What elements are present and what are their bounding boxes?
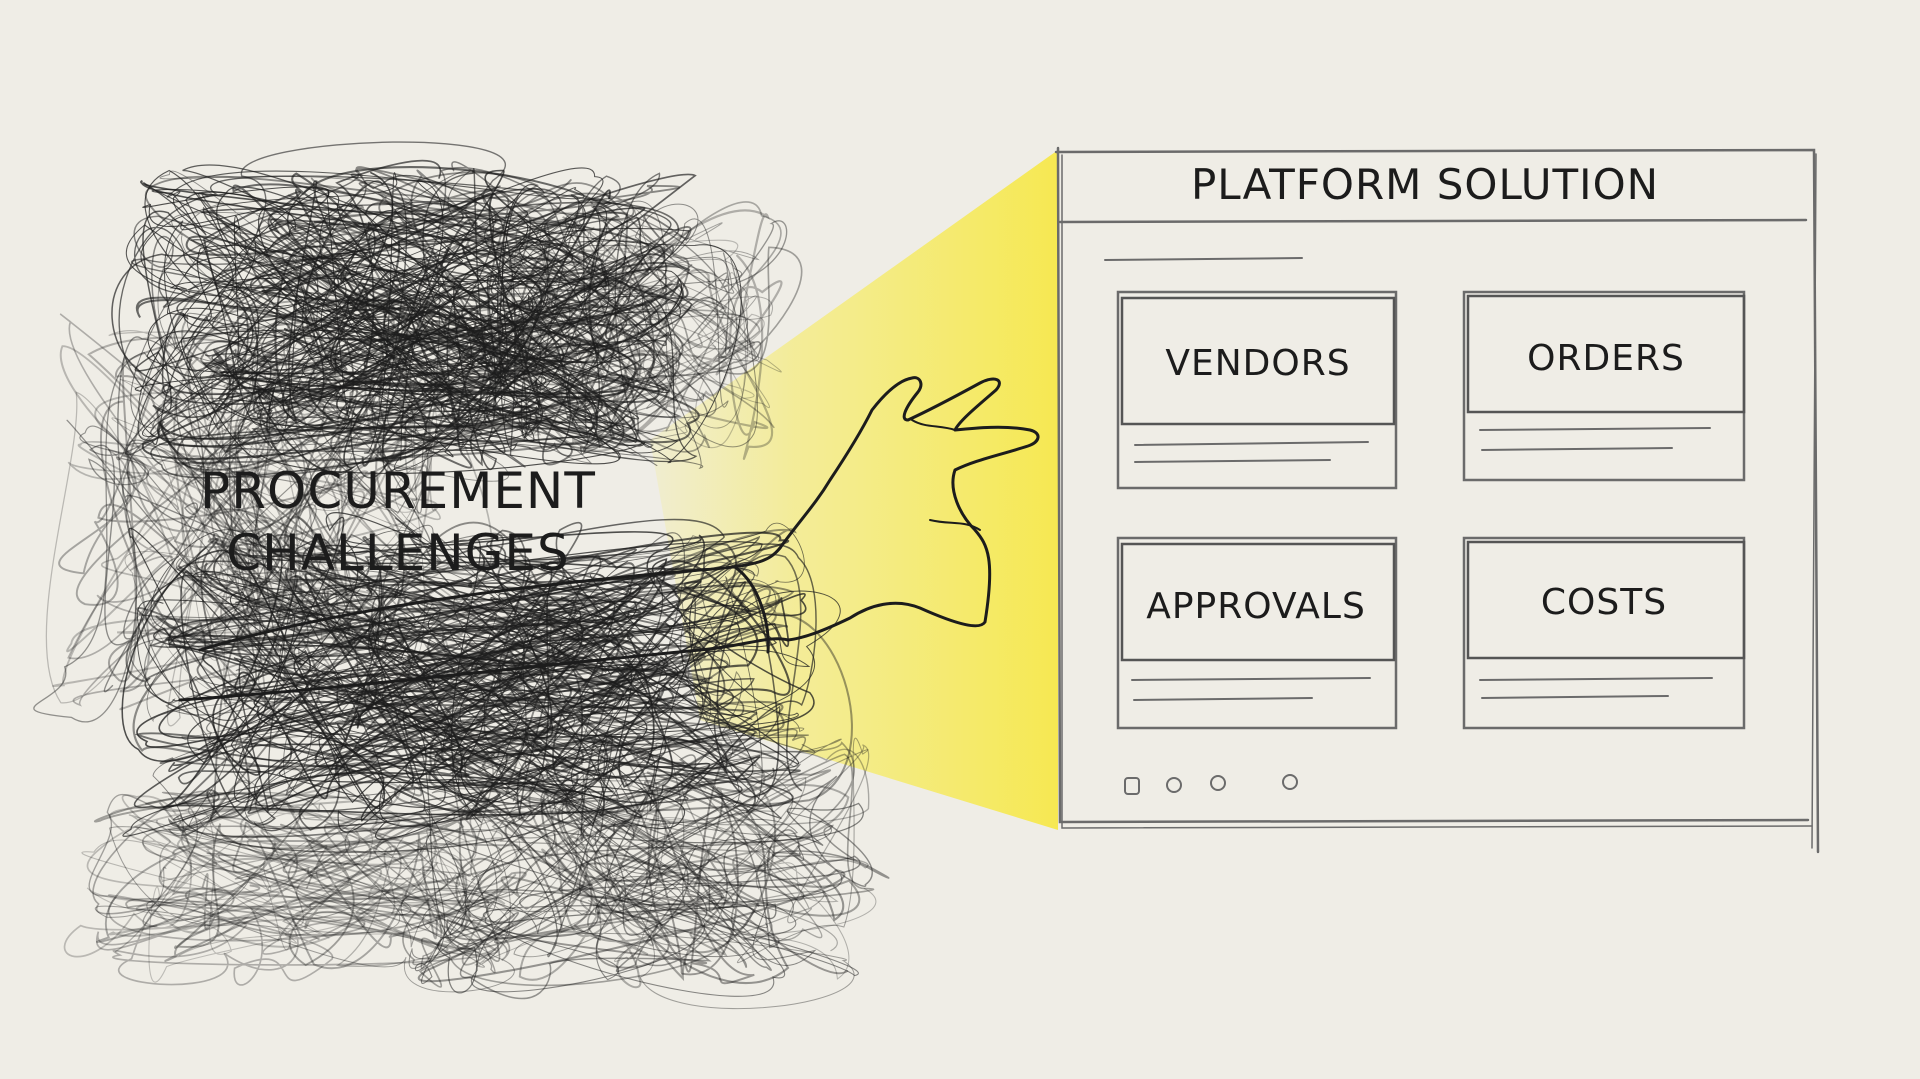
scribble-stroke [434, 748, 817, 981]
scribble-stroke [624, 735, 870, 952]
scribble-stroke [72, 321, 455, 718]
scribble-stroke [125, 167, 669, 451]
scribble-stroke [409, 734, 864, 994]
scribble-stroke [158, 532, 711, 816]
scribble-stroke [134, 202, 565, 419]
scribble-stroke [163, 170, 618, 430]
card-costs[interactable] [1462, 536, 1746, 730]
card-approvals[interactable] [1116, 536, 1398, 730]
scribble-stroke [58, 298, 429, 693]
scribble-stroke [92, 790, 511, 961]
scribble-stroke [122, 547, 637, 837]
scribble-stroke [279, 168, 651, 479]
scribble-stroke [94, 787, 515, 993]
scribble-stroke [508, 200, 758, 448]
scribble-stroke [97, 315, 417, 709]
scribble-stroke [167, 529, 775, 838]
scribble-stroke [164, 531, 791, 820]
scribble-stroke [213, 518, 817, 832]
scribble-stroke [509, 222, 760, 426]
scribble-stroke [157, 170, 675, 482]
scribble-stroke [156, 320, 431, 687]
card-vendors-label: VENDORS [1165, 343, 1350, 384]
scribble-stroke [52, 345, 457, 687]
scribble-stroke [136, 558, 807, 822]
card-costs-label: COSTS [1541, 582, 1667, 623]
scribble-stroke [176, 173, 692, 471]
scribble-stroke [505, 192, 762, 457]
scribble-stroke [474, 740, 877, 980]
reaching-hand [178, 376, 1040, 702]
scribble-stroke [111, 326, 437, 700]
scribble-stroke [177, 211, 635, 478]
scribble-stroke [165, 576, 816, 833]
scribble-stroke [33, 336, 429, 723]
card-orders-label: ORDERS [1527, 338, 1685, 379]
chaos-scribble-cloud [33, 141, 890, 1010]
scribble-stroke [81, 825, 511, 960]
scribble-stroke [94, 792, 502, 967]
scribble-stroke [400, 738, 842, 969]
scribble-stroke [161, 159, 697, 436]
scribble-stroke [86, 790, 520, 983]
footer-dot-icon[interactable] [1210, 775, 1226, 791]
challenges-title-line1: PROCUREMENT [200, 462, 596, 520]
card-vendors[interactable] [1116, 290, 1398, 490]
scribble-stroke [451, 729, 870, 942]
scribble-stroke [177, 547, 801, 791]
scribble-stroke [455, 742, 861, 982]
scribble-stroke [467, 720, 890, 968]
scribble-stroke [63, 794, 429, 958]
scribble-stroke [95, 813, 521, 986]
scribble-stroke [130, 170, 704, 470]
scribble-stroke [181, 532, 685, 842]
scribble-stroke [142, 181, 690, 393]
scribble-stroke [79, 342, 461, 682]
card-orders[interactable] [1462, 290, 1746, 482]
scribble-stroke [45, 329, 338, 727]
scribble-stroke [491, 216, 803, 453]
footer-square-icon[interactable] [1124, 777, 1140, 795]
scribble-stroke [88, 791, 516, 974]
scribble-stroke [88, 336, 442, 693]
scribble-stroke [203, 556, 758, 793]
scribble-stroke [440, 737, 869, 1010]
scribble-stroke [518, 758, 850, 989]
scribble-stroke [59, 313, 440, 683]
scribble-stroke [128, 527, 799, 833]
challenges-title-line2: CHALLENGES [226, 524, 570, 582]
scribble-stroke [509, 209, 783, 460]
scribble-stroke [144, 171, 668, 476]
scribble-stroke [224, 187, 680, 467]
scribble-stroke [125, 822, 517, 966]
scribble-stroke [202, 185, 668, 453]
scribble-stroke [67, 347, 493, 640]
scribble-stroke [96, 792, 527, 969]
scribble-stroke [121, 531, 815, 818]
scribble-stroke [114, 779, 514, 967]
scribble-stroke [247, 548, 794, 818]
scribble-stroke [87, 330, 377, 711]
scribble-stroke [502, 228, 765, 449]
scribble-stroke [558, 211, 788, 451]
scribble-stroke [516, 226, 782, 436]
platform-title: PLATFORM SOLUTION [1191, 160, 1659, 209]
scribble-stroke [459, 728, 807, 1000]
card-approvals-label: APPROVALS [1146, 586, 1366, 627]
scribble-stroke [108, 781, 506, 948]
scribble-stroke [136, 572, 841, 781]
scribble-stroke [66, 341, 453, 686]
platform-window [1054, 146, 1820, 854]
scribble-stroke [499, 208, 760, 442]
scribble-stroke [172, 565, 782, 853]
footer-dot-icon[interactable] [1282, 774, 1298, 790]
scribble-stroke [111, 180, 497, 471]
scribble-stroke [476, 201, 782, 436]
footer-dot-icon[interactable] [1166, 777, 1182, 793]
scribble-stroke [417, 739, 846, 984]
scribble-stroke [142, 189, 684, 462]
